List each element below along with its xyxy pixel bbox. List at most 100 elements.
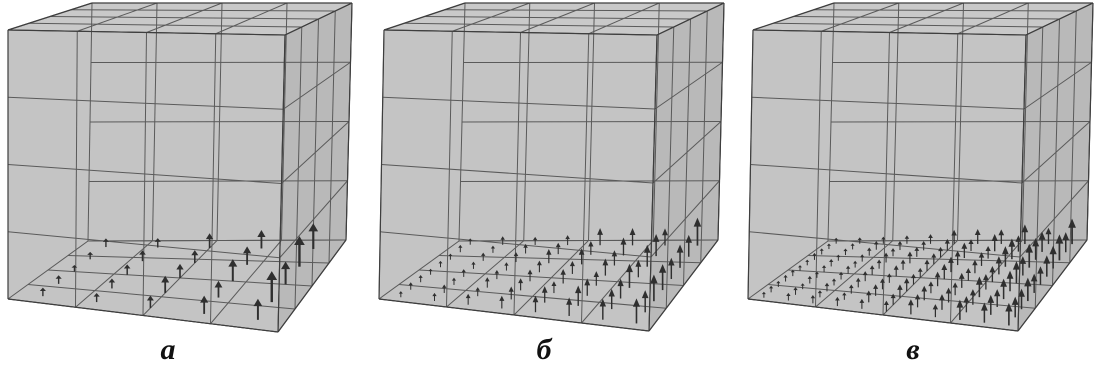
flux-arrow-head <box>611 250 618 257</box>
flux-arrow-head <box>862 271 868 276</box>
flux-arrow-head <box>838 271 844 275</box>
flux-arrow-head <box>945 287 952 294</box>
flux-arrow-head <box>652 233 660 242</box>
top-face-gridline <box>404 22 674 28</box>
flux-arrow-head <box>1005 302 1013 312</box>
flux-arrow-head <box>1025 243 1033 253</box>
flux-arrow-head <box>685 234 693 243</box>
flux-arrow-head <box>814 271 819 275</box>
flux-arrow-head <box>1068 218 1076 228</box>
flux-arrow-head <box>475 287 480 291</box>
flux-arrow-head <box>662 228 668 236</box>
flux-arrow-head <box>821 265 827 268</box>
flux-arrow-head <box>668 257 675 266</box>
flux-arrow-head <box>989 265 996 273</box>
flux-arrow-head <box>876 259 882 264</box>
flux-arrow-head <box>853 260 858 264</box>
panel-c: в <box>738 0 1099 369</box>
flux-arrow-head <box>928 281 934 287</box>
flux-arrow-head <box>998 229 1005 236</box>
flux-arrow-head <box>883 252 889 257</box>
cube-edge <box>747 29 754 300</box>
cube-edge <box>378 298 650 332</box>
flux-arrow-head <box>836 254 841 258</box>
flux-arrow-head <box>995 256 1003 264</box>
flux-arrow-head <box>1006 270 1014 279</box>
flux-arrow-head <box>873 284 879 289</box>
flux-arrow-head <box>911 273 916 279</box>
flux-arrow-head <box>578 248 585 255</box>
flux-arrow-head <box>893 265 899 270</box>
flux-arrow-head <box>857 237 862 240</box>
flux-arrow-head <box>941 263 948 270</box>
flux-arrow-head <box>481 252 486 256</box>
cube-edge <box>383 2 466 31</box>
flux-arrow-head <box>523 243 528 248</box>
flux-arrow-head <box>769 285 774 289</box>
cube-edge <box>648 239 719 332</box>
flux-arrow-head <box>1038 231 1046 240</box>
flux-arrow-head <box>108 278 116 283</box>
flux-arrow-head <box>608 288 615 297</box>
flux-arrow-head <box>843 248 848 252</box>
cube-edge <box>7 298 279 333</box>
cube-edge <box>345 2 353 241</box>
flux-arrow-head <box>398 291 403 294</box>
flux-arrow-head <box>798 265 803 268</box>
front-face-gridline <box>381 164 654 184</box>
flux-arrow-head <box>860 254 865 258</box>
flux-arrow-head <box>931 253 937 258</box>
front-face-gridline <box>750 164 1023 184</box>
flux-arrow-head <box>676 244 684 253</box>
flux-arrow-head <box>536 260 542 266</box>
flux-arrow-head <box>845 265 851 269</box>
flux-arrow-head <box>484 277 490 282</box>
top-face-gridline <box>957 2 1029 35</box>
flux-arrow-head <box>569 261 575 267</box>
flux-arrow-head <box>938 246 944 252</box>
flux-arrow-head <box>490 245 496 249</box>
flux-arrow-head <box>494 269 500 274</box>
flux-arrow-head <box>418 274 423 278</box>
flux-arrow-head <box>146 295 154 301</box>
flux-arrow-head <box>253 298 263 307</box>
front-face-gridline <box>950 33 959 324</box>
flux-arrow-head <box>812 252 817 256</box>
flux-arrow-head <box>588 241 594 247</box>
cube-edge <box>284 2 353 36</box>
back-face-gridline <box>460 180 720 182</box>
side-face-gridline <box>1069 10 1077 263</box>
flux-arrow-head <box>932 304 939 310</box>
flux-arrow-head <box>214 280 223 288</box>
flux-arrow-head <box>824 282 830 287</box>
flux-arrow-head <box>869 265 875 270</box>
back-face-gridline <box>461 121 722 123</box>
flux-arrow-head <box>281 261 291 270</box>
flux-arrow-head <box>848 284 854 289</box>
flux-arrow-head <box>625 263 633 273</box>
flux-arrow-head <box>200 295 209 303</box>
flux-arrow-head <box>826 243 831 246</box>
flux-arrow-head <box>783 274 788 278</box>
cube-edge <box>717 2 725 241</box>
back-face-gridline <box>830 121 1091 123</box>
flux-arrow-head <box>972 259 978 266</box>
flux-arrow-head <box>641 290 649 299</box>
flux-arrow-head <box>504 262 509 266</box>
flux-arrow-head <box>874 240 879 245</box>
bottom-face-gridline <box>210 239 282 325</box>
flux-arrow-head <box>975 276 983 285</box>
side-face-gridline <box>650 180 720 258</box>
flux-arrow-head <box>499 295 505 301</box>
flux-arrow-head <box>500 236 505 240</box>
flux-arrow-head <box>956 299 964 308</box>
flux-arrow-head <box>1049 245 1057 255</box>
front-face-gridline <box>380 231 652 258</box>
flux-arrow-head <box>991 234 998 241</box>
flux-arrow-head <box>805 259 810 262</box>
back-face-gridline <box>829 180 1089 182</box>
cube-edge <box>1025 2 1094 36</box>
flux-arrow-head <box>793 287 798 291</box>
cube-edge <box>648 34 658 332</box>
flux-arrow-head <box>1000 278 1008 287</box>
